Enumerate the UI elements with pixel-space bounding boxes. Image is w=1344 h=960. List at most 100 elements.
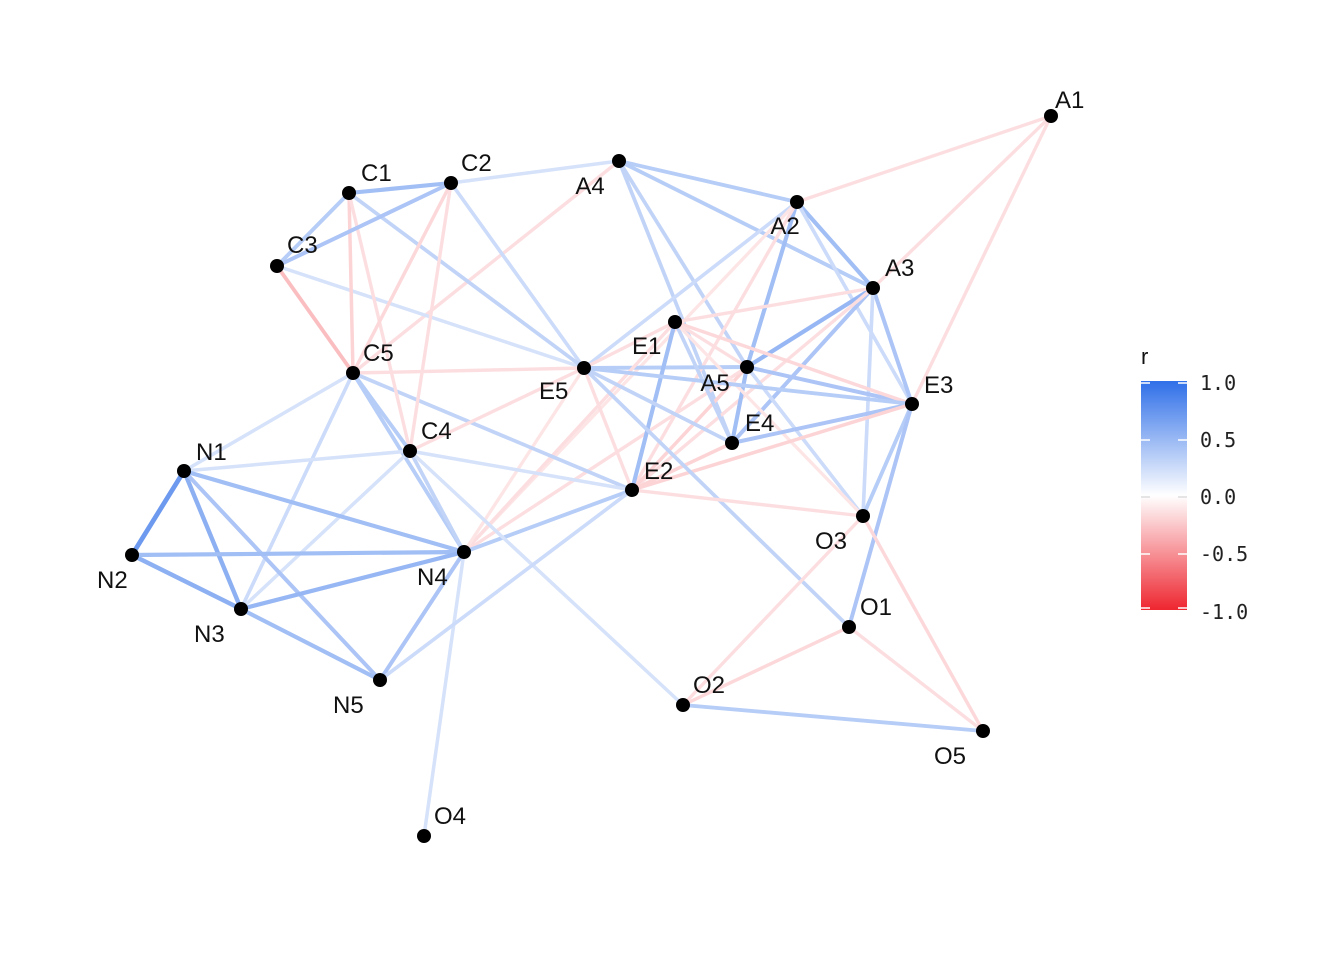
edge-c4-o2 (408, 449, 685, 707)
node-o5 (976, 724, 990, 738)
legend-colorbar (1141, 381, 1187, 610)
node-n1 (177, 464, 191, 478)
edge-c4-n1 (182, 449, 412, 473)
node-label-a5: A5 (700, 370, 729, 397)
edge-o3-o2 (681, 514, 865, 707)
node-n2 (125, 548, 139, 562)
edge-e5-o1 (582, 366, 851, 629)
edge-a1-e3 (910, 114, 1053, 406)
node-label-c4: C4 (421, 418, 452, 445)
edge-n4-n5 (378, 550, 466, 682)
edge-c1-c2 (346, 180, 454, 196)
edge-a4-c2 (449, 159, 621, 185)
node-label-n3: N3 (194, 621, 225, 648)
edge-c4-n4 (408, 449, 466, 554)
edge-e2-c5 (351, 371, 634, 492)
edge-e5-e2 (582, 366, 634, 492)
edge-e1-e3 (673, 320, 914, 406)
legend-tick-label: 1.0 (1200, 371, 1236, 395)
node-o1 (842, 620, 856, 634)
node-label-o2: O2 (693, 672, 725, 699)
node-n4 (457, 545, 471, 559)
edge-a2-e5 (582, 200, 799, 370)
node-label-e5: E5 (539, 378, 568, 405)
edge-e1-o3 (673, 320, 865, 518)
node-e3 (905, 397, 919, 411)
node-label-e3: E3 (924, 372, 953, 399)
edge-a5-n4 (462, 365, 749, 554)
edge-a5-e2 (630, 365, 749, 492)
edges-layer (129, 114, 1053, 838)
edge-a1-a3 (871, 114, 1053, 290)
edge-n3-n4 (238, 549, 467, 612)
edge-c5-n1 (182, 371, 355, 473)
edge-e3-e4 (730, 402, 914, 445)
edge-e3-e5 (582, 366, 914, 406)
node-c4 (403, 444, 417, 458)
edge-c3-c5 (275, 264, 355, 375)
edge-e2-c4 (408, 449, 634, 492)
edge-e3-o3 (861, 402, 914, 518)
color-legend: r 1.0 0.5 0.0 -0.5 -1.0 (1141, 344, 1248, 624)
edge-n1-n4 (181, 468, 467, 555)
node-label-e1: E1 (632, 333, 661, 360)
legend-title: r (1141, 344, 1148, 369)
edge-c4-n3 (239, 449, 412, 611)
node-o4 (417, 829, 431, 843)
legend-tick-label: -1.0 (1200, 600, 1248, 624)
node-label-e2: E2 (644, 458, 673, 485)
legend-tick-label: 0.5 (1200, 428, 1236, 452)
node-label-e4: E4 (745, 410, 774, 437)
node-label-o1: O1 (860, 594, 892, 621)
edge-c2-c4 (408, 181, 453, 453)
edge-n4-o4 (422, 550, 466, 838)
edge-o1-o2 (681, 625, 851, 707)
node-o2 (676, 698, 690, 712)
node-label-o4: O4 (434, 803, 466, 830)
edge-n5-e2 (378, 488, 634, 682)
edge-e1-e2 (629, 319, 678, 493)
node-c1 (342, 186, 356, 200)
edge-a1-a2 (795, 114, 1053, 204)
node-e2 (625, 483, 639, 497)
edge-c1-c3 (275, 191, 351, 268)
node-label-n4: N4 (417, 564, 448, 591)
edge-e5-c5 (351, 366, 586, 375)
edge-a4-a2 (617, 159, 799, 204)
node-c3 (270, 259, 284, 273)
edge-c2-c3 (275, 181, 453, 268)
edge-a5-e4 (729, 364, 750, 446)
node-label-a1: A1 (1055, 87, 1084, 114)
edge-n1-n3 (181, 468, 244, 612)
edge-c1-c5 (347, 191, 355, 375)
node-label-c5: C5 (363, 340, 394, 367)
edge-e1-a5 (673, 320, 749, 369)
edge-n2-n3 (129, 552, 244, 612)
edge-o2-o5 (681, 703, 985, 733)
edge-a3-o3 (861, 286, 875, 518)
edge-n1-n2 (129, 468, 187, 558)
edge-e2-n4 (462, 488, 634, 554)
node-e5 (577, 361, 591, 375)
edge-e4-e5 (582, 366, 734, 445)
node-label-a4: A4 (575, 173, 604, 200)
node-n5 (373, 673, 387, 687)
edge-c5-n4 (351, 371, 466, 554)
node-a1 (1044, 109, 1058, 123)
node-e4 (725, 436, 739, 450)
edge-a4-a5 (617, 159, 749, 369)
edge-c2-c5 (351, 181, 453, 375)
node-o3 (856, 509, 870, 523)
legend-tick-label: -0.5 (1200, 542, 1248, 566)
edge-a2-a5 (744, 199, 800, 370)
node-label-a3: A3 (885, 255, 914, 282)
edge-e2-o3 (630, 488, 865, 518)
legend-tick-label: 0.0 (1200, 485, 1236, 509)
node-a2 (790, 195, 804, 209)
edge-e3-e2 (630, 402, 914, 492)
node-a4 (612, 154, 626, 168)
edge-o3-o5 (861, 514, 985, 733)
edge-e1-e5 (582, 320, 677, 370)
edge-a5-e3 (745, 365, 914, 406)
